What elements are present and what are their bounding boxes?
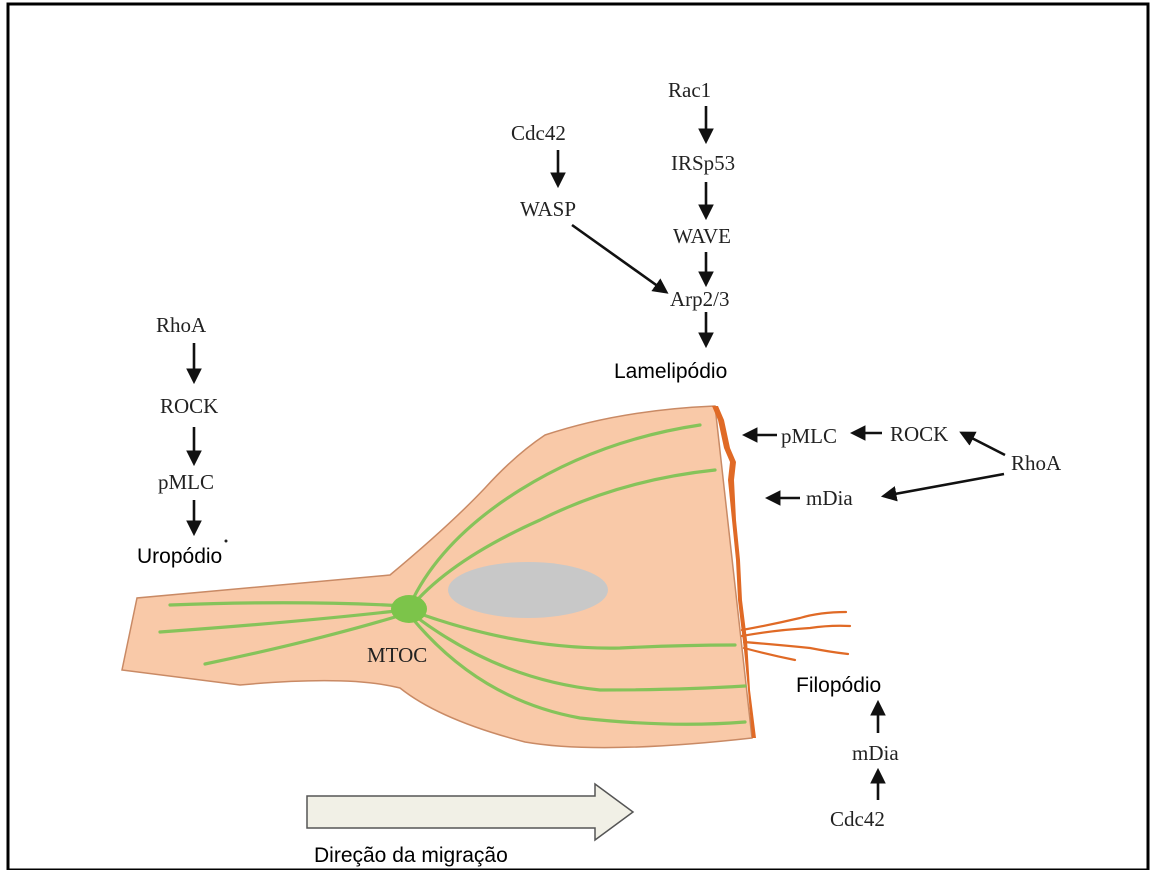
- filopodia: [742, 612, 850, 660]
- label-migration-direction: Direção da migração: [314, 844, 508, 867]
- label-wave: WAVE: [673, 224, 731, 248]
- label-mtoc: MTOC: [367, 643, 427, 667]
- label-arp23: Arp2/3: [670, 287, 730, 311]
- label-rac1: Rac1: [668, 78, 711, 102]
- label-wasp: WASP: [520, 197, 576, 221]
- label-rhoa-right: RhoA: [1011, 451, 1062, 475]
- migration-direction-arrow: [307, 784, 633, 840]
- mtoc: [391, 595, 427, 623]
- label-uropodio: Uropódio: [137, 545, 222, 568]
- label-pmlc-left: pMLC: [158, 470, 214, 494]
- label-rhoa-left: RhoA: [156, 313, 207, 337]
- label-filopodio: Filopódio: [796, 674, 881, 697]
- label-rock-right: ROCK: [890, 422, 948, 446]
- label-pmlc-right: pMLC: [781, 424, 837, 448]
- label-lamelipodio: Lamelipódio: [614, 360, 727, 383]
- label-mdia-bottom: mDia: [852, 741, 899, 765]
- label-irsp53: IRSp53: [671, 151, 735, 175]
- cell-body: [122, 406, 752, 748]
- label-cdc42-bottom: Cdc42: [830, 807, 885, 831]
- nucleus: [448, 562, 608, 618]
- label-mdia-right: mDia: [806, 486, 853, 510]
- label-rock-left: ROCK: [160, 394, 218, 418]
- label-cdc42-top: Cdc42: [511, 121, 566, 145]
- stray-dot: [225, 540, 228, 543]
